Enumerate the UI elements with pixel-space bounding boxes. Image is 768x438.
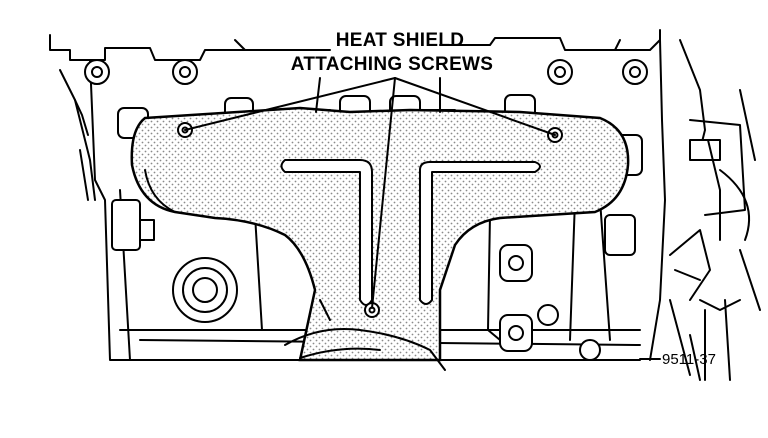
callout-leaders (184, 77, 661, 360)
right-side-components (669, 39, 761, 381)
exhaust-flange (284, 299, 446, 371)
figure-number: 9511-37 (662, 351, 716, 368)
top-studs (84, 59, 648, 85)
callout-title-line1: HEAT SHIELD (336, 30, 465, 51)
callout-title-line2: ATTACHING SCREWS (291, 54, 494, 75)
lower-bolts (172, 214, 636, 361)
left-bracket (59, 69, 155, 251)
